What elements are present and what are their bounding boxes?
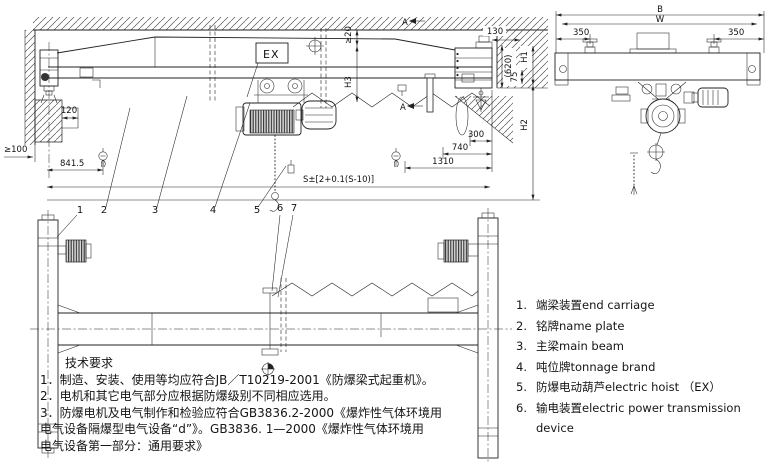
dim-hook-approach: 841.5 <box>60 159 84 169</box>
tech-req-line: 1．制造、安装、使用等均应符合JB／T10219-2001《防爆梁式起重机》。 <box>40 372 434 387</box>
dim-740: 740 <box>452 143 468 153</box>
callout-7: 7 <box>291 203 297 214</box>
main-beam-front <box>48 36 492 88</box>
tech-req-title: 技术要求 <box>65 356 114 370</box>
legend-item-number: 3. <box>516 339 527 353</box>
name-plate-box <box>427 297 459 313</box>
legend-item: 5. 防爆电动葫芦electric hoist （EX） <box>516 377 775 398</box>
section-mark-bottom: A <box>400 103 423 113</box>
tech-req-line: 2．电机和其它电气部分应根据防爆级别不同相应选用。 <box>40 389 336 403</box>
legend-item-number: 6. <box>516 400 527 415</box>
dim-span: S±[2+0.1(S-10)] <box>303 175 374 185</box>
legend-item-number: 1. <box>516 298 527 312</box>
dim-headroom: ≥20 <box>344 26 354 44</box>
end-carriage-right-front <box>454 35 493 112</box>
dim-right-gap: 130 <box>487 27 503 37</box>
legend-item: 3. 主梁main beam <box>516 336 775 357</box>
parts-legend: 1. 端梁装置end carriage 2. 铭牌name plate 3. 主… <box>516 295 775 439</box>
legend-item: 1. 端梁装置end carriage <box>516 295 775 316</box>
callouts: 1 2 3 4 5 6 7 <box>56 95 297 298</box>
right-wall <box>454 30 548 144</box>
dim-350-right: 350 <box>728 28 744 38</box>
dim-h1: H1 <box>520 51 530 63</box>
section-mark-top: A <box>402 18 425 28</box>
tech-req-line: 电气设备隔爆型电气设备“d”》。GB3836. 1—2000《爆炸性气体环境用 <box>40 422 424 436</box>
callout-5: 5 <box>254 205 260 216</box>
dims-front: ≥100 120 841.5 S±[2+0.1(S-10)] ≥20 H3 13… <box>4 26 540 201</box>
dim-h3: H3 <box>344 76 354 88</box>
legend-item-number: 5. <box>516 380 527 394</box>
dim-75: 75 <box>510 72 520 83</box>
plan-view <box>30 208 512 462</box>
end-view: B W 350 350 <box>510 5 765 200</box>
tonnage-plate-mark <box>306 37 324 55</box>
legend-item: 6. 输电装置electric power transmission devic… <box>516 398 775 439</box>
tech-req-line: 3．防爆电机及电气制作和检验应符合GB3836.2-2000《爆炸性气体环境用 <box>40 405 443 420</box>
dim-h2: H2 <box>520 119 530 131</box>
callout-2: 2 <box>101 205 107 216</box>
callout-3: 3 <box>152 205 158 216</box>
ceiling-hatch <box>33 17 548 31</box>
dim-bracket-width: 120 <box>61 106 77 116</box>
legend-item-label: 吨位牌tonnage brand <box>536 359 656 374</box>
legend-item-number: 4. <box>516 359 527 374</box>
dim-1310: 1310 <box>432 157 454 167</box>
callout-4: 4 <box>210 205 216 216</box>
legend-item: 4. 吨位牌tonnage brand <box>516 357 775 378</box>
callout-1: 1 <box>77 205 83 216</box>
dim-350-left: 350 <box>573 28 589 38</box>
section-label-a-top: A <box>402 18 408 28</box>
legend-item-label: 主梁main beam <box>536 339 625 353</box>
ex-marking: EX <box>246 42 289 98</box>
legend-item: 2. 铭牌name plate <box>516 316 775 337</box>
callout-6: 6 <box>277 203 283 214</box>
legend-item-label: 输电装置electric power transmission device <box>536 400 741 436</box>
hoist-front <box>235 78 337 212</box>
legend-item-number: 2. <box>516 318 527 333</box>
legend-item-label: 端梁装置end carriage <box>536 298 655 312</box>
section-cut-lines <box>209 25 327 108</box>
legend-item-label: 铭牌name plate <box>536 318 625 333</box>
section-label-a-bottom: A <box>400 103 406 113</box>
dim-carriage-height: (620) <box>504 55 514 78</box>
tech-req-line: 电气设备第一部分：通用要求》 <box>40 438 209 453</box>
dim-w: W <box>656 15 665 25</box>
legend-item-label: 防爆电动葫芦electric hoist （EX） <box>536 380 721 394</box>
left-wall <box>24 30 79 145</box>
technical-requirements: 技术要求 1．制造、安装、使用等均应符合JB／T10219-2001《防爆梁式起… <box>40 355 532 454</box>
end-carriage-left-front <box>39 42 59 178</box>
dim-b: B <box>657 5 663 15</box>
ex-label: EX <box>263 48 280 61</box>
dim-wall-clearance: ≥100 <box>4 145 27 155</box>
dim-300: 300 <box>468 130 484 140</box>
hook-position-right <box>391 147 401 168</box>
festoon-front <box>292 73 491 136</box>
